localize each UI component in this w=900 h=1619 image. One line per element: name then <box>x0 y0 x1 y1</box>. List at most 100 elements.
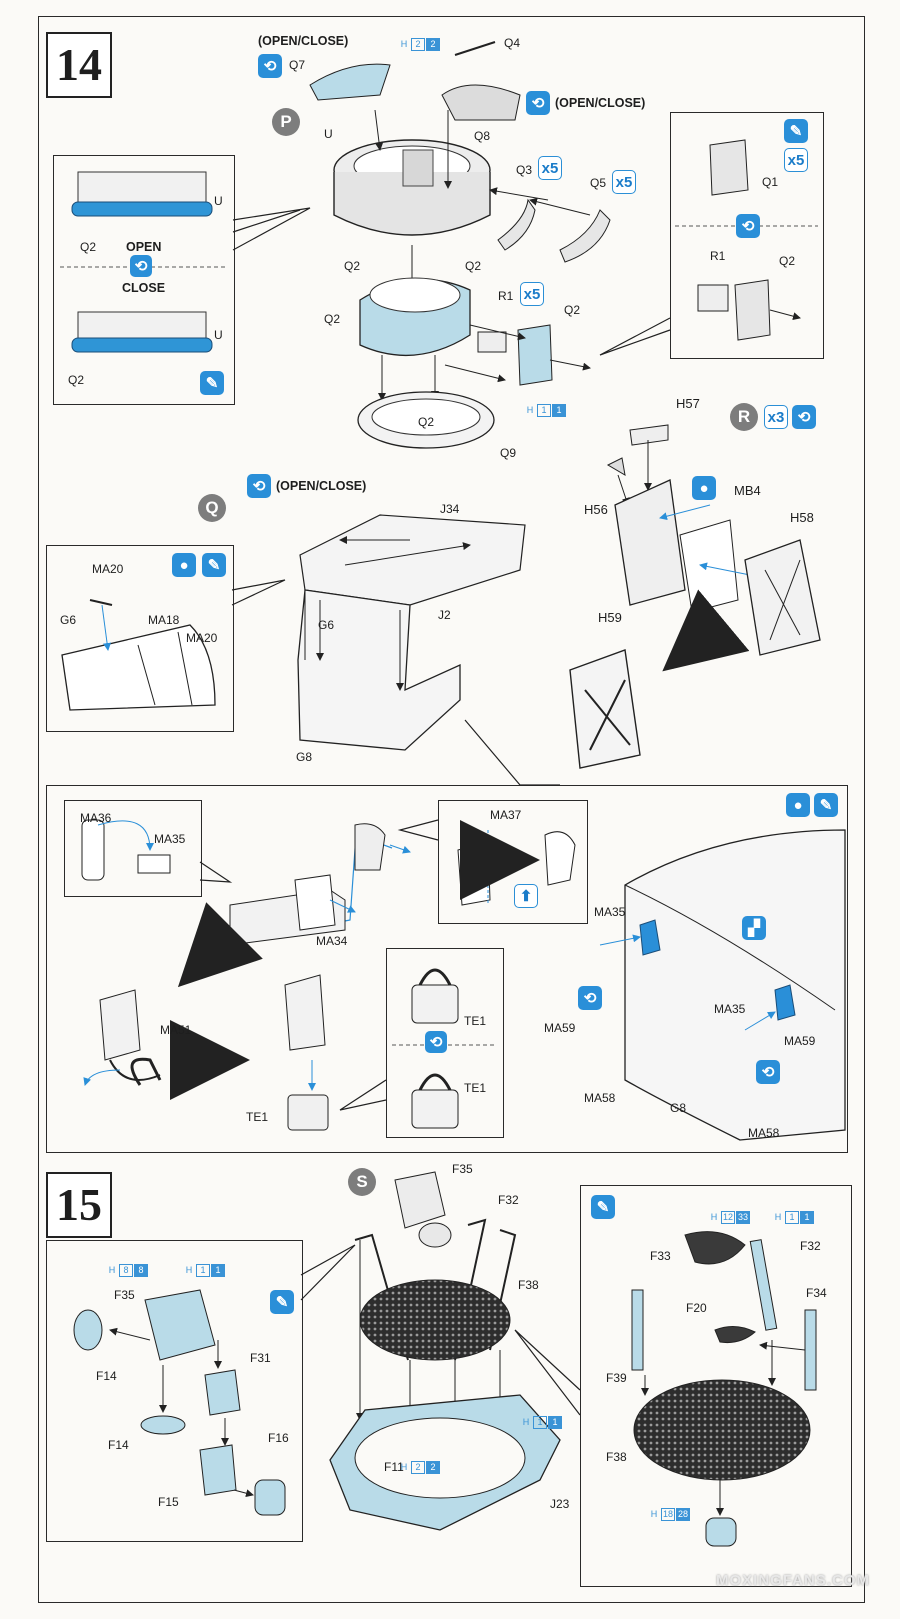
part-label-q3: Q3 <box>516 163 533 177</box>
flip-view-icon: ⟲ <box>425 1031 447 1053</box>
vision-block-inset <box>46 545 234 732</box>
hatch-open-close-inset <box>53 155 235 405</box>
part-label-f15: F15 <box>158 1495 179 1509</box>
part-label-h58: H58 <box>790 510 814 525</box>
part-label-q1: Q1 <box>762 175 779 189</box>
part-label-f39: F39 <box>606 1371 627 1385</box>
part-label-g8: G8 <box>296 750 313 764</box>
flip-view-icon: ⟲ <box>578 986 602 1010</box>
step-15-number: 15 <box>46 1172 112 1238</box>
glue-icon: ● <box>172 553 196 577</box>
part-label-g6: G6 <box>60 613 77 627</box>
part-label-q7: Q7 <box>289 58 306 72</box>
watermark: MOXINGFANS.COM <box>715 1572 870 1589</box>
qty-x5-icon: x5 <box>612 170 636 194</box>
part-label-f34: F34 <box>806 1286 827 1300</box>
part-label-ma36: MA36 <box>80 811 112 825</box>
part-label-f31: F31 <box>250 1351 271 1365</box>
flip-view-icon: ⟲ <box>756 1060 780 1084</box>
glue-icon: ● <box>692 476 716 500</box>
part-label-q4: Q4 <box>504 36 521 50</box>
section-q-marker: Q <box>198 494 226 522</box>
part-label-ma58: MA58 <box>748 1126 780 1140</box>
floor-plate-inset <box>580 1185 852 1587</box>
ma34-detail-inset <box>64 800 202 897</box>
paint-icon: ✎ <box>200 371 224 395</box>
paint-icon: ✎ <box>814 793 838 817</box>
paint-icon: ✎ <box>202 553 226 577</box>
part-label-h57: H57 <box>676 396 700 411</box>
part-label-u: U <box>214 328 223 342</box>
part-label-g6: G6 <box>318 618 335 632</box>
part-label-f32: F32 <box>498 1193 519 1207</box>
part-label-ma18: MA18 <box>148 613 180 627</box>
part-label-ma59: MA59 <box>784 1034 816 1048</box>
paint-icon: ✎ <box>270 1290 294 1314</box>
part-label-f33: F33 <box>650 1249 671 1263</box>
part-label-f32: F32 <box>800 1239 821 1253</box>
part-label-q2: Q2 <box>324 312 341 326</box>
qty-x5-icon: x5 <box>520 282 544 306</box>
section-p-marker: P <box>272 108 300 136</box>
part-label-h59: H59 <box>598 610 622 625</box>
paint-icon: ✎ <box>591 1195 615 1219</box>
part-label-q2: Q2 <box>465 259 482 273</box>
flip-view-icon: ⟲ <box>247 474 271 498</box>
flip-view-icon: ⟲ <box>130 255 152 277</box>
part-label-f35: F35 <box>114 1288 135 1302</box>
part-label-r1: R1 <box>498 289 514 303</box>
part-label-ma35: MA35 <box>154 832 186 846</box>
paint-icon: ✎ <box>784 119 808 143</box>
part-label-te1: TE1 <box>464 1081 487 1095</box>
open-label: OPEN <box>126 240 162 254</box>
f35-periscope-inset <box>46 1240 303 1542</box>
part-label-ma37: MA37 <box>490 808 522 822</box>
lock-assembly-panel <box>46 785 848 1153</box>
flip-view-icon: ⟲ <box>792 405 816 429</box>
open-close-note-q8: (OPEN/CLOSE) <box>555 96 646 110</box>
part-label-h56: H56 <box>584 502 608 517</box>
part-label-f20: F20 <box>686 1301 707 1315</box>
open-close-note-q7: (OPEN/CLOSE) <box>258 34 349 48</box>
part-label-q2: Q2 <box>80 240 97 254</box>
part-label-ma58: MA58 <box>584 1091 616 1105</box>
part-label-mb4: MB4 <box>734 483 761 498</box>
part-label-j2: J2 <box>438 608 451 622</box>
section-r-marker: R <box>730 403 758 431</box>
qty-x3-icon: x3 <box>764 405 788 429</box>
part-label-q2: Q2 <box>344 259 361 273</box>
part-label-f14: F14 <box>108 1438 129 1452</box>
part-label-f35: F35 <box>452 1162 473 1176</box>
part-label-f38: F38 <box>518 1278 539 1292</box>
te1-lock-inset <box>386 948 504 1138</box>
ma37-detail-inset <box>438 800 588 924</box>
flip-view-icon: ⟲ <box>736 214 760 238</box>
part-label-q2: Q2 <box>564 303 581 317</box>
close-label: CLOSE <box>122 281 166 295</box>
part-label-j34: J34 <box>440 502 460 516</box>
part-label-f14: F14 <box>96 1369 117 1383</box>
part-label-g8: G8 <box>670 1101 687 1115</box>
open-close-note-q: (OPEN/CLOSE) <box>276 479 367 493</box>
page-border <box>38 16 865 1603</box>
section-s-marker: S <box>348 1168 376 1196</box>
flip-view-icon: ⟲ <box>258 54 282 78</box>
part-label-ma35: MA35 <box>594 905 626 919</box>
part-label-q9: Q9 <box>500 446 517 460</box>
part-label-ma35: MA35 <box>714 1002 746 1016</box>
part-label-q2: Q2 <box>418 415 435 429</box>
part-label-q2: Q2 <box>68 373 85 387</box>
part-label-u: U <box>324 127 333 141</box>
part-label-ma20: MA20 <box>186 631 218 645</box>
part-label-ma59: MA59 <box>544 1021 576 1035</box>
arrow-up-icon: ⬆ <box>514 884 538 908</box>
step-14-number: 14 <box>46 32 112 98</box>
part-label-j23: J23 <box>550 1497 570 1511</box>
part-label-u: U <box>214 194 223 208</box>
